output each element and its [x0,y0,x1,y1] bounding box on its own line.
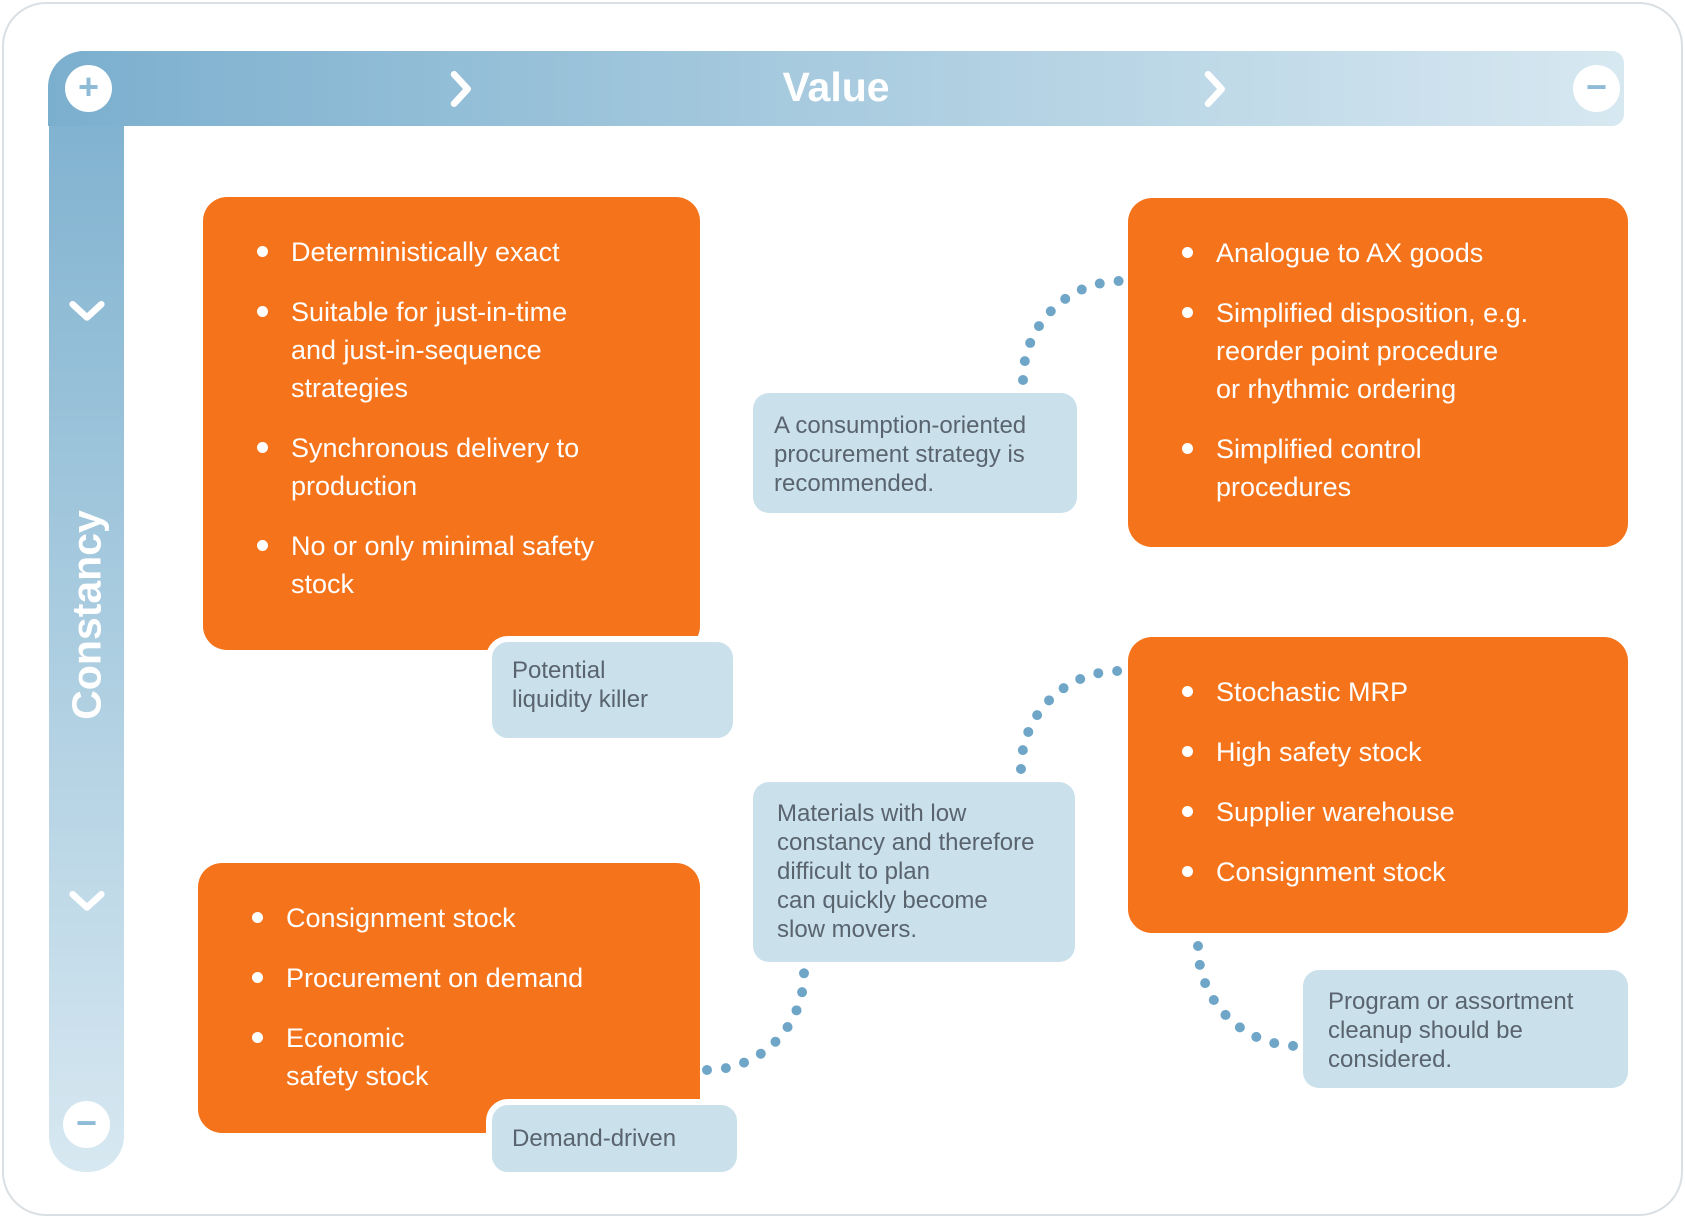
constancy-minus-button[interactable]: − [63,1101,110,1148]
plus-icon: + [77,65,100,107]
note-slow-movers: Materials with low constancy and therefo… [753,782,1075,962]
bullet-item: Consignment stock [250,899,674,937]
bullet-item: No or only minimal safety stock [255,527,674,603]
value-axis-label: Value [782,64,890,110]
value-plus-button[interactable]: + [65,65,112,112]
bullet-item: Synchronous delivery to production [255,429,674,505]
bullet-item: Procurement on demand [250,959,674,997]
minus-icon: − [75,1101,98,1143]
bullet-item: Economic safety stock [250,1019,674,1095]
constancy-axis-bar: Constancy − [49,51,124,1172]
chevron-down-icon[interactable] [69,301,105,323]
bullet-item: Simplified control procedures [1180,430,1602,506]
note-program-cleanup: Program or assortment cleanup should be … [1303,970,1628,1088]
bullet-item: Deterministically exact [255,233,674,271]
chevron-right-icon[interactable] [1204,71,1228,107]
value-minus-button[interactable]: − [1573,65,1620,112]
bullet-item: High safety stock [1180,733,1602,771]
bullet-item: Supplier warehouse [1180,793,1602,831]
value-axis-bar: + Value − [48,51,1624,126]
chevron-right-icon[interactable] [450,71,474,107]
note-liquidity-killer: Potential liquidity killer [486,636,739,744]
bullet-item: Stochastic MRP [1180,673,1602,711]
chevron-down-icon[interactable] [69,891,105,913]
bullet-item: Analogue to AX goods [1180,234,1602,272]
constancy-axis-label: Constancy [63,510,110,720]
minus-icon: − [1585,65,1608,107]
note-demand-driven: Demand-driven [486,1099,743,1178]
note-consumption-strategy: A consumption-oriented procurement strat… [753,393,1077,513]
bullet-item: Suitable for just-in-time and just-in-se… [255,293,674,407]
bullet-item: Simplified disposition, e.g. reorder poi… [1180,294,1602,408]
bullet-item: Consignment stock [1180,853,1602,891]
